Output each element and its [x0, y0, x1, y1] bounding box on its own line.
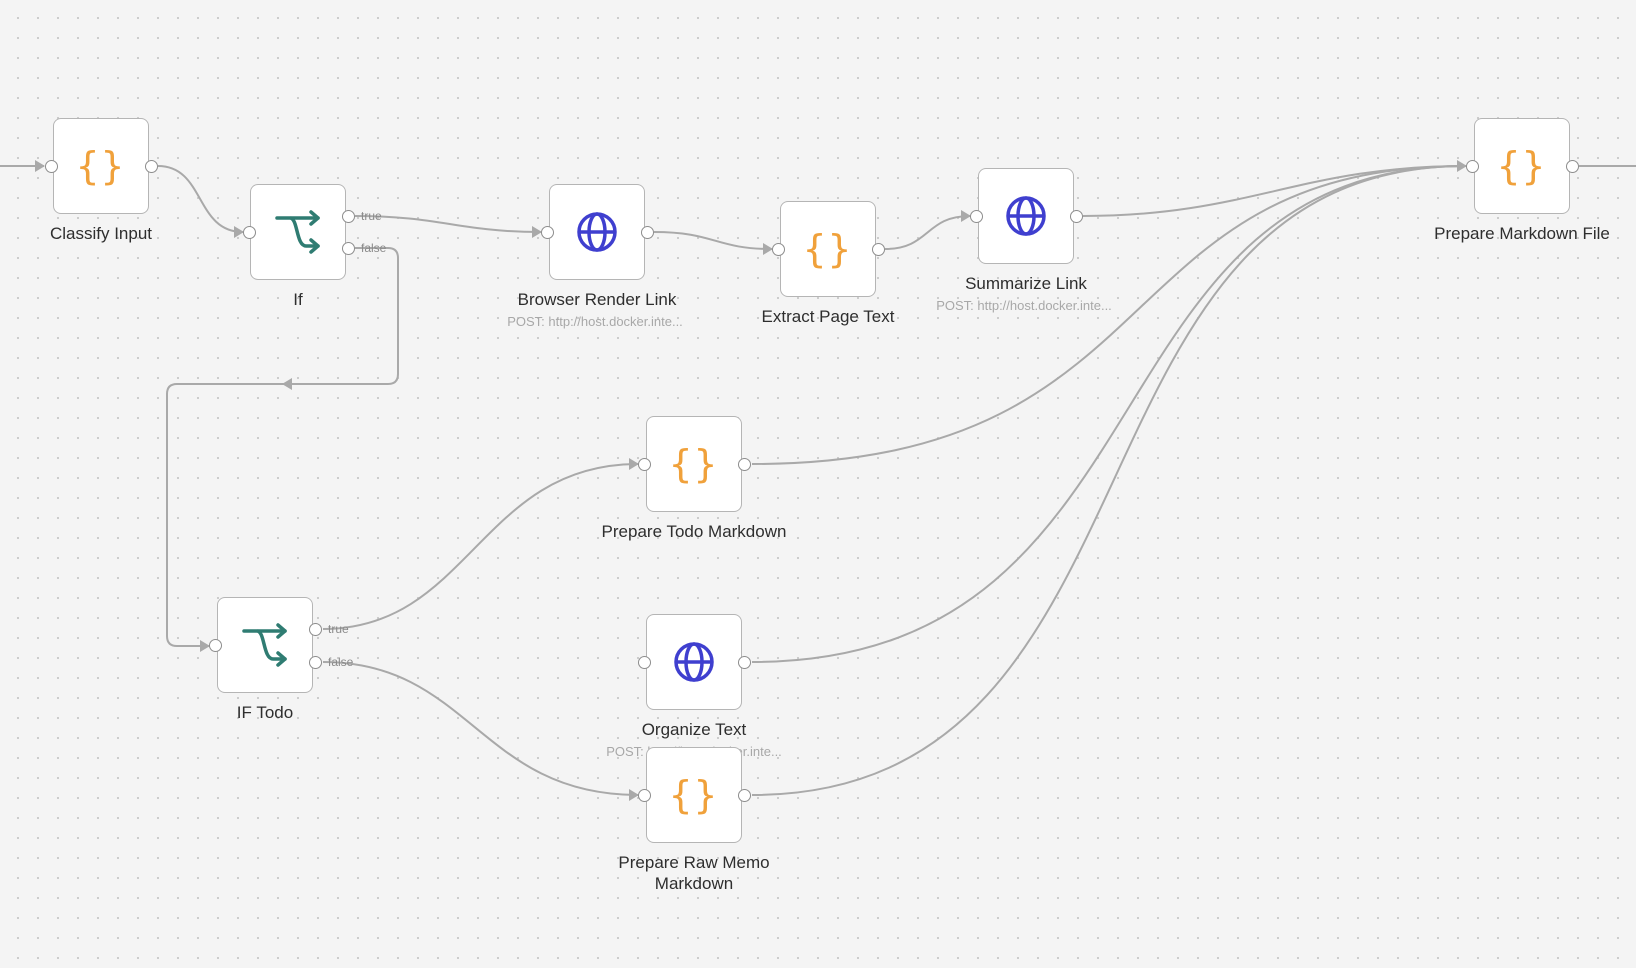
true-output-handle[interactable]	[342, 210, 355, 223]
node-label-prepare-raw-memo-markdown: Prepare Raw Memo Markdown	[618, 853, 770, 893]
node-browser-render-link[interactable]	[549, 184, 645, 280]
code-braces-icon: {}	[803, 227, 853, 271]
node-subtitle-browser-render-link: POST: http://host.docker.inte...	[507, 314, 683, 329]
arrowhead	[200, 640, 210, 652]
arrowhead	[35, 160, 45, 172]
input-handle[interactable]	[243, 226, 256, 239]
output-handle[interactable]	[738, 656, 751, 669]
output-handle[interactable]	[738, 789, 751, 802]
edge-classify-input-if[interactable]	[157, 165, 244, 233]
false-label: false	[328, 655, 354, 669]
true-label: true	[328, 622, 349, 636]
output-handle[interactable]	[738, 458, 751, 471]
input-handle[interactable]	[1466, 160, 1479, 173]
node-label-prepare-todo-markdown: Prepare Todo Markdown	[601, 522, 787, 541]
arrowhead	[629, 789, 639, 801]
false-output-handle[interactable]	[309, 656, 322, 669]
node-label-extract-page-text: Extract Page Text	[761, 307, 895, 326]
arrowhead	[1457, 160, 1467, 172]
input-handle[interactable]	[209, 639, 222, 652]
edge-extract-page-text-summarize-link[interactable]	[884, 215, 971, 250]
arrowhead	[763, 243, 773, 255]
arrowhead	[282, 378, 292, 390]
branch-icon	[275, 210, 320, 254]
output-handle[interactable]	[872, 243, 885, 256]
node-label-if-todo: IF Todo	[236, 703, 294, 722]
arrowhead	[234, 226, 244, 238]
code-braces-icon: {}	[76, 144, 126, 188]
node-if[interactable]	[250, 184, 346, 280]
arrowhead	[961, 210, 971, 222]
input-handle[interactable]	[45, 160, 58, 173]
output-handle[interactable]	[641, 226, 654, 239]
node-label-classify-input: Classify Input	[49, 224, 153, 243]
node-subtitle-summarize-link: POST: http://host.docker.inte...	[936, 298, 1112, 313]
code-braces-icon: {}	[1497, 144, 1547, 188]
node-summarize-link[interactable]	[978, 168, 1074, 264]
node-label-browser-render-link: Browser Render Link	[517, 290, 677, 309]
input-handle[interactable]	[638, 789, 651, 802]
globe-icon	[577, 212, 617, 252]
input-handle[interactable]	[970, 210, 983, 223]
output-handle[interactable]	[145, 160, 158, 173]
false-label: false	[361, 241, 387, 255]
input-handle[interactable]	[772, 243, 785, 256]
edge-browser-render-extract-page-text[interactable]	[653, 231, 773, 250]
output-handle[interactable]	[1566, 160, 1579, 173]
globe-icon	[1006, 196, 1046, 236]
node-label-if: If	[293, 290, 303, 309]
edge-if-todo-false-prepare-raw-memo-markdown[interactable]	[322, 661, 639, 796]
node-prepare-todo-markdown[interactable]: {}	[646, 416, 742, 512]
globe-icon	[674, 642, 714, 682]
node-label-summarize-link: Summarize Link	[965, 274, 1087, 293]
code-braces-icon: {}	[669, 442, 719, 486]
node-prepare-raw-memo-markdown[interactable]: {}	[646, 747, 742, 843]
edge-summarize-link-prepare-markdown-file[interactable]	[1082, 165, 1467, 217]
output-handle[interactable]	[1070, 210, 1083, 223]
edge-prepare-todo-markdown-prepare-markdown-file[interactable]	[751, 165, 1467, 465]
edge-if-true-browser-render-link[interactable]	[354, 215, 542, 233]
arrowhead	[629, 458, 639, 470]
node-label-organize-text: Organize Text	[641, 720, 747, 739]
input-handle[interactable]	[541, 226, 554, 239]
true-label: true	[361, 209, 382, 223]
true-output-handle[interactable]	[309, 623, 322, 636]
code-braces-icon: {}	[669, 773, 719, 817]
node-extract-page-text[interactable]: {}	[780, 201, 876, 297]
node-label-prepare-markdown-file: Prepare Markdown File	[1434, 224, 1610, 243]
node-organize-text[interactable]	[646, 614, 742, 710]
input-handle[interactable]	[638, 458, 651, 471]
edge-organize-text-prepare-markdown-file[interactable]	[751, 165, 1467, 663]
node-prepare-markdown-file[interactable]: {}	[1474, 118, 1570, 214]
edge-prepare-raw-memo-markdown-prepare-markdown-file[interactable]	[751, 165, 1467, 796]
branch-icon	[242, 623, 287, 667]
false-output-handle[interactable]	[342, 242, 355, 255]
edge-if-todo-true-prepare-todo-markdown[interactable]	[322, 463, 639, 630]
node-if-todo[interactable]	[217, 597, 313, 693]
arrowhead	[532, 226, 542, 238]
node-classify-input[interactable]: {}	[53, 118, 149, 214]
input-handle[interactable]	[638, 656, 651, 669]
